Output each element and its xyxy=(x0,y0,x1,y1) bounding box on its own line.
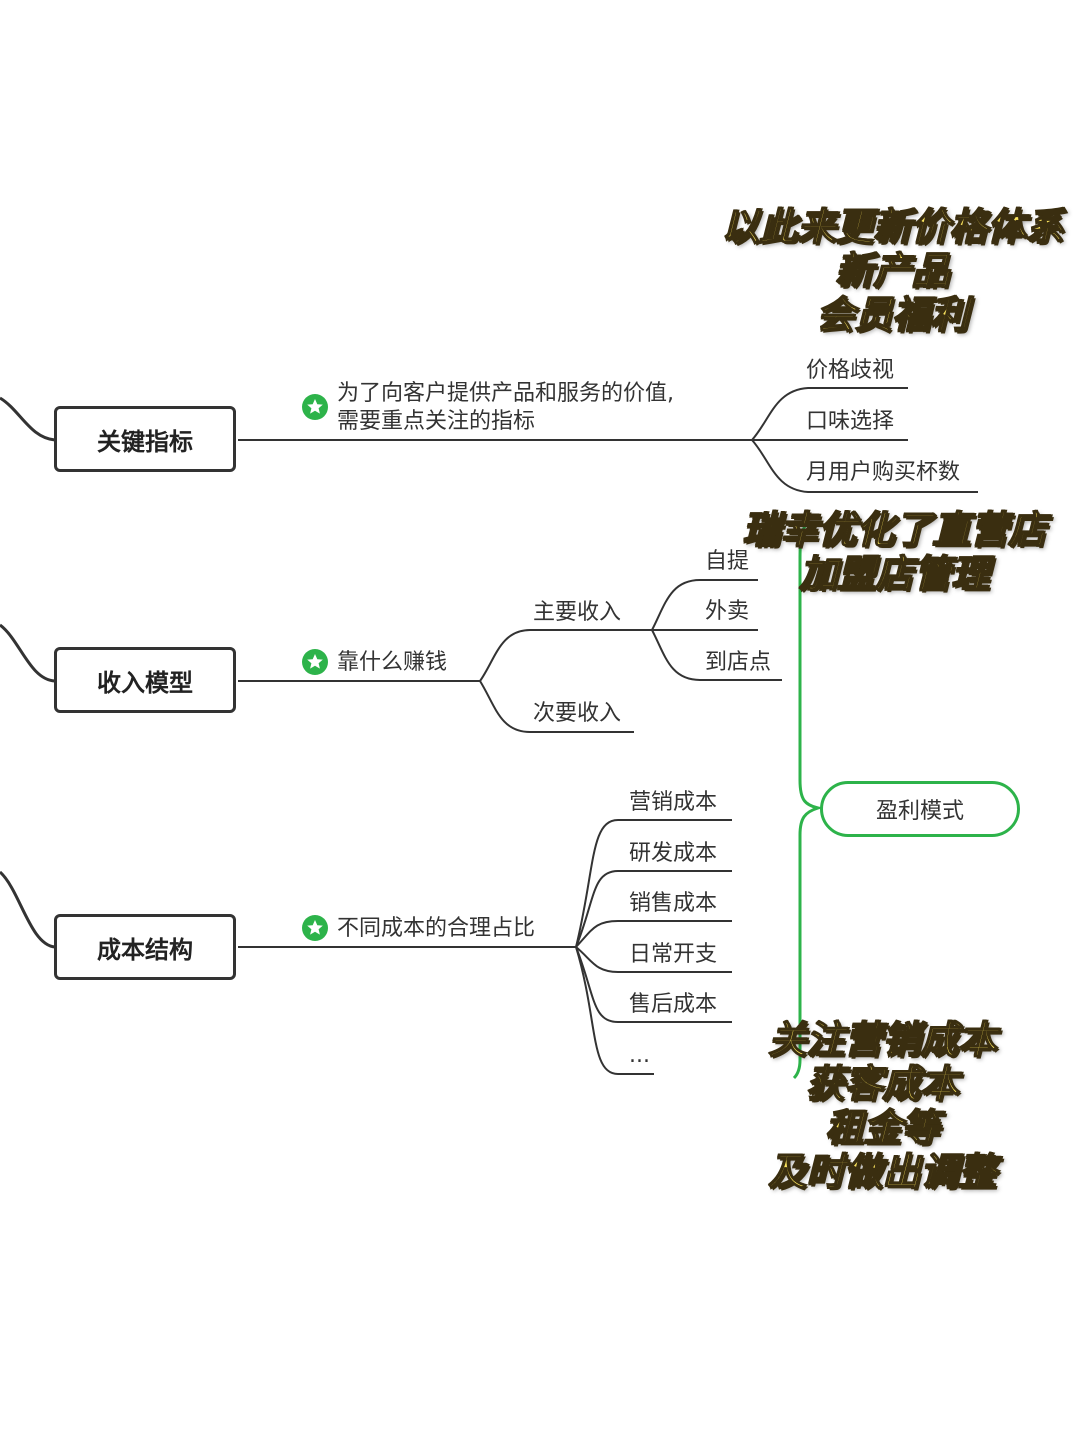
revenue-note: 靠什么赚钱 xyxy=(337,650,448,675)
connector-in-key-metrics xyxy=(0,396,56,442)
annotation-middle-line: 瑞幸优化了直营店 xyxy=(742,507,1048,553)
annotation-middle-line: 加盟店管理 xyxy=(799,551,991,597)
star-icon xyxy=(302,394,328,420)
connector-in-revenue xyxy=(0,623,56,683)
star-icon xyxy=(302,915,328,941)
revenue-secondary-income[interactable]: 次要收入 xyxy=(533,701,622,726)
connector-in-cost xyxy=(0,870,56,949)
cost-child[interactable]: 日常开支 xyxy=(629,942,718,967)
cost-note: 不同成本的合理占比 xyxy=(337,916,536,941)
connector-revenue-child-3 xyxy=(651,629,782,681)
node-key-metrics[interactable]: 关键指标 xyxy=(54,406,236,472)
connector-cost-child-4 xyxy=(575,946,732,973)
annotation-bottom-line: 获客成本 xyxy=(806,1061,960,1107)
connector-cost-child-1 xyxy=(575,819,732,948)
annotation-top: 以此来更新价格体系 新产品 会员福利 xyxy=(720,204,1065,338)
cost-child[interactable]: 售后成本 xyxy=(629,992,718,1017)
star-icon xyxy=(302,649,328,675)
cost-child[interactable]: 研发成本 xyxy=(629,841,718,866)
node-profit-model[interactable]: 盈利模式 xyxy=(820,781,1020,837)
node-revenue-model[interactable]: 收入模型 xyxy=(54,647,236,713)
key-metrics-child[interactable]: 口味选择 xyxy=(806,409,895,434)
key-metrics-note-line-2: 需要重点关注的指标 xyxy=(337,409,536,434)
cost-child[interactable]: ... xyxy=(629,1043,650,1068)
connector-key-metrics-child-3 xyxy=(751,439,978,493)
key-metrics-note-line-1: 为了向客户提供产品和服务的价值, xyxy=(337,381,674,406)
cost-child[interactable]: 销售成本 xyxy=(629,891,718,916)
connector-cost-child-2 xyxy=(575,870,732,948)
revenue-primary-child[interactable]: 自提 xyxy=(705,549,750,574)
revenue-primary-income[interactable]: 主要收入 xyxy=(533,600,622,625)
annotation-bottom-line: 关注营销成本 xyxy=(768,1017,998,1063)
key-metrics-child[interactable]: 价格歧视 xyxy=(806,358,895,383)
connector-key-metrics-child-1 xyxy=(751,387,908,441)
connector-cost-child-6 xyxy=(575,946,654,1075)
annotation-bottom-line: 租金等 xyxy=(825,1105,941,1151)
connector-revenue-primary xyxy=(479,629,652,682)
node-revenue-model-label: 收入模型 xyxy=(97,668,193,697)
node-cost-structure[interactable]: 成本结构 xyxy=(54,914,236,980)
cost-child[interactable]: 营销成本 xyxy=(629,790,718,815)
annotation-bottom: 关注营销成本 获客成本 租金等 及时做出调整 xyxy=(740,1017,1025,1195)
key-metrics-child[interactable]: 月用户购买杯数 xyxy=(806,460,961,485)
revenue-primary-child[interactable]: 到店点 xyxy=(705,650,772,675)
annotation-top-line: 新产品 xyxy=(835,248,951,294)
connector-cost-child-5 xyxy=(575,946,732,1023)
node-profit-model-label: 盈利模式 xyxy=(875,799,964,824)
green-bracket xyxy=(792,520,824,1080)
annotation-top-line: 会员福利 xyxy=(816,292,970,338)
annotation-middle: 瑞幸优化了直营店 加盟店管理 xyxy=(722,507,1067,597)
connector-cost-child-3 xyxy=(575,920,732,948)
annotation-bottom-line: 及时做出调整 xyxy=(768,1149,998,1195)
node-cost-structure-label: 成本结构 xyxy=(97,935,193,964)
node-key-metrics-label: 关键指标 xyxy=(97,427,193,456)
connector-revenue-child-1 xyxy=(651,579,758,631)
connector-revenue-secondary xyxy=(479,680,634,733)
revenue-primary-child[interactable]: 外卖 xyxy=(705,599,750,624)
annotation-top-line: 以此来更新价格体系 xyxy=(721,204,1065,250)
